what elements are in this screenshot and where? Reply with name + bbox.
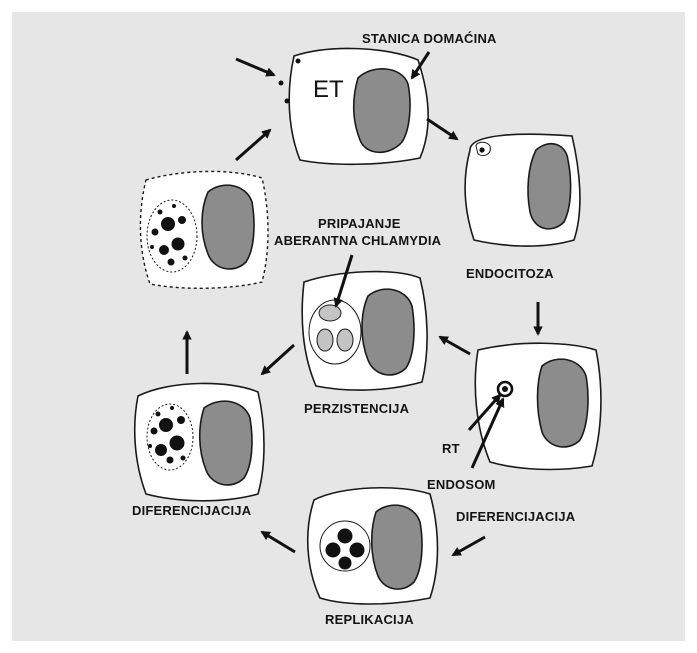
arrow-to-differentiation — [262, 532, 295, 552]
label-differentiation-right: DIFERENCIJACIJA — [456, 509, 576, 524]
label-rt: RT — [442, 441, 460, 456]
nucleus — [362, 289, 414, 375]
arrow-persistence-to-differentiation — [262, 345, 294, 374]
cell-endocytosis — [465, 134, 580, 246]
nucleus — [538, 359, 589, 447]
cell-release — [140, 171, 268, 288]
label-endocytosis: ENDOCITOZA — [466, 266, 554, 281]
arrow-to-endocytosis — [427, 119, 457, 139]
arrow-to-new-host — [236, 130, 270, 160]
label-replication: REPLIKACIJA — [325, 612, 414, 627]
cell-endosome — [475, 343, 601, 469]
cell-persistence — [302, 272, 427, 390]
label-differentiation-left: DIFERENCIJACIJA — [132, 503, 252, 518]
cell-differentiation — [135, 383, 264, 500]
nucleus — [528, 144, 571, 229]
label-host-cell: STANICA DOMAĆINA — [362, 31, 497, 46]
label-endosome: ENDOSOM — [427, 477, 496, 492]
arrow-to-replication — [453, 537, 485, 555]
arrow-to-persistence — [440, 337, 470, 354]
label-aberrant-chlamydia: ABERANTNA CHLAMYDIA — [274, 233, 442, 248]
arrow-attachment — [236, 59, 274, 75]
nucleus — [372, 505, 422, 589]
nucleus — [200, 401, 252, 485]
label-attachment: PRIPAJANJE — [318, 216, 401, 231]
nucleus — [202, 185, 254, 269]
label-et: ET — [313, 76, 344, 103]
label-persistence: PERZISTENCIJA — [304, 401, 410, 416]
cell-replication — [308, 488, 438, 604]
cell-host-top — [289, 48, 428, 164]
reticulate-body — [502, 386, 508, 392]
nucleus — [354, 69, 410, 152]
